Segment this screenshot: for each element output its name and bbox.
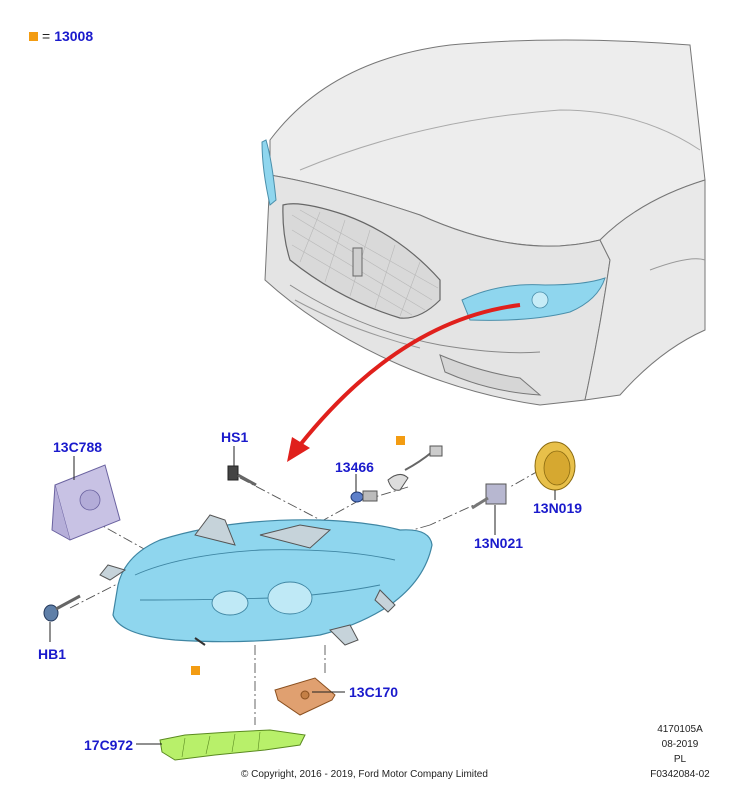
control-module-part [274,677,336,716]
legend-marker [29,31,38,41]
legend-equals: = [42,28,51,44]
headlamp-assembly-part [99,514,433,646]
callout-13N021: 13N021 [474,535,524,551]
legend-code: 13008 [54,28,94,44]
ref-number: 4170105A [657,724,703,735]
callout-hb1: HB1 [38,646,67,662]
region-code: PL [673,754,687,765]
car-front-illustration [261,39,706,406]
orange-marker [396,436,405,445]
callout-13466: 13466 [335,459,374,475]
date-code: 08-2019 [661,739,699,750]
callout-hs1: HS1 [221,429,249,445]
ballast-module-part [51,464,121,541]
hid-bulb-part [471,483,507,510]
callout-17C972: 17C972 [84,737,134,753]
location-arrow [287,303,521,462]
callout-leaders [49,446,556,745]
legend: = 13008 [29,28,93,44]
callout-13N019: 13N019 [533,500,583,516]
copyright-notice: © Copyright, 2016 - 2019, Ford Motor Com… [241,769,488,780]
orange-marker [191,666,200,675]
callout-13C170: 13C170 [349,684,399,700]
bulb-socket-part [350,445,443,503]
callout-13C788: 13C788 [53,439,103,455]
figure-id: F0342084-02 [650,769,710,780]
bolt-hb1-part [43,594,81,622]
headlamp-cap-part [534,441,576,491]
screw-hs1-part [227,465,257,487]
bracket-part [159,729,306,761]
